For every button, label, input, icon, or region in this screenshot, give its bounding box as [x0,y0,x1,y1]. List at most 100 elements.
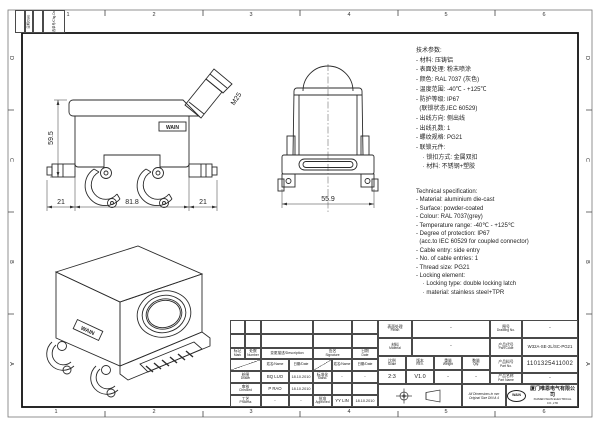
dimensions-note: All Dimensions in mm Original Size DIN A… [462,384,506,407]
tb-scale-value: 2:3 [378,370,406,384]
side-view: 55.9 [277,64,379,212]
border-row-label: C [8,158,14,162]
tb-qty-value: - [462,370,490,384]
dim-width: 55.9 [321,196,335,203]
wain-logo-text: WAIN [80,326,96,338]
border-col-label: 3 [249,12,253,18]
housing-body [74,116,190,168]
revision-strip-cell [33,10,43,33]
spec-english: Technical specification: - Material: alu… [416,189,529,296]
company-name-cn: 厦门唯恩电气有限公司 [529,386,575,399]
dimension-lines [46,99,218,211]
border-col-label: 2 [152,12,156,18]
tb-approved-date: 18.10.2010 [352,395,378,407]
dome [302,65,354,92]
latch-front-right [90,365,119,398]
cable-gland [184,78,223,119]
tb-drawn-date: 18.10.2010 [289,371,313,383]
tb-process-name: - [261,395,289,407]
dim-left: 21 [57,199,65,206]
tb-diagonal-cell [313,359,332,371]
border-col-label: 5 [444,12,448,18]
tb-empty-cell [313,383,332,395]
border-col-label: 3 [249,409,253,415]
rev-cell [352,334,378,348]
revision-strip-chg: 更改单号/Chg.Doc. [43,10,65,33]
company-name-en: XIAMEN WAIN ELECTRICAL CO.,LTD [533,397,572,405]
border-col-label: 4 [347,409,351,415]
left-face [55,271,121,367]
tb-date-header: 日期/Date [289,359,313,371]
tb-material-value: - [412,338,490,356]
tb-partno-value: 1101325411002 [522,356,578,373]
tb-partcode-value: W32A-SE-2L/SC-PG21 [522,338,578,356]
bottom-flange [119,331,211,381]
tb-weight-value: - [434,370,462,384]
dim-height: 59.5 [48,131,55,145]
revision-strip-cell [15,10,25,33]
housing-cap [68,99,201,117]
company-block: WAIN 厦门唯恩电气有限公司 XIAMEN WAIN ELECTRICAL C… [506,384,578,407]
rev-cell [313,320,352,334]
border-row-label: B [8,260,14,264]
rev-cell [313,334,352,348]
side-peg-left [51,163,76,178]
tb-checked-date: 18.10.2010 [289,383,313,395]
tb-diagonal-cell [230,359,261,371]
tb-drawn-name: BQ LUO [261,371,289,383]
border-row-label: A [584,362,590,366]
tb-drawingno-value: - [522,320,578,338]
tb-rev-value: V1.0 [406,370,434,384]
border-row-label: C [584,158,590,162]
tb-empty-cell [332,383,352,395]
tb-stand-date: - [352,371,378,383]
cable-entry-hole [136,290,192,338]
wain-logo-icon: WAIN [507,389,526,402]
revision-strip-date: 日期/Date [25,10,33,33]
border-row-label: D [584,56,590,60]
wain-logo-text: WAIN [166,125,179,131]
border-row-label: B [584,260,590,264]
border-col-label: 5 [444,409,448,415]
tb-date-header: 日期/Date [352,359,378,371]
tb-stand-name: - [332,371,352,383]
front-view: WAIN 59.5 21 81.8 21 M25 [46,68,243,211]
isometric-view: WAIN [46,245,211,398]
side-peg-right [188,163,213,178]
border-row-label: A [8,362,14,366]
flange [281,154,375,175]
border-col-label: 2 [152,409,156,415]
rev-cell [261,334,313,348]
tb-name-header: 姓名/Name [261,359,289,371]
rev-cell [352,320,378,334]
rev-cell [245,334,261,348]
rev-cell [261,320,313,334]
tb-process-date: - [289,395,313,407]
tb-empty-cell [352,383,378,395]
wain-logo-plate [158,121,187,132]
projection-symbols [378,384,462,407]
border-col-label: 6 [542,12,546,18]
tb-approved-name: YY LIN [332,395,352,407]
rev-cell [245,320,261,334]
latch-right [136,167,173,208]
rev-cell [230,320,245,334]
border-col-label: 1 [66,12,70,18]
border-col-label: 6 [542,409,546,415]
dim-right: 21 [199,199,207,206]
